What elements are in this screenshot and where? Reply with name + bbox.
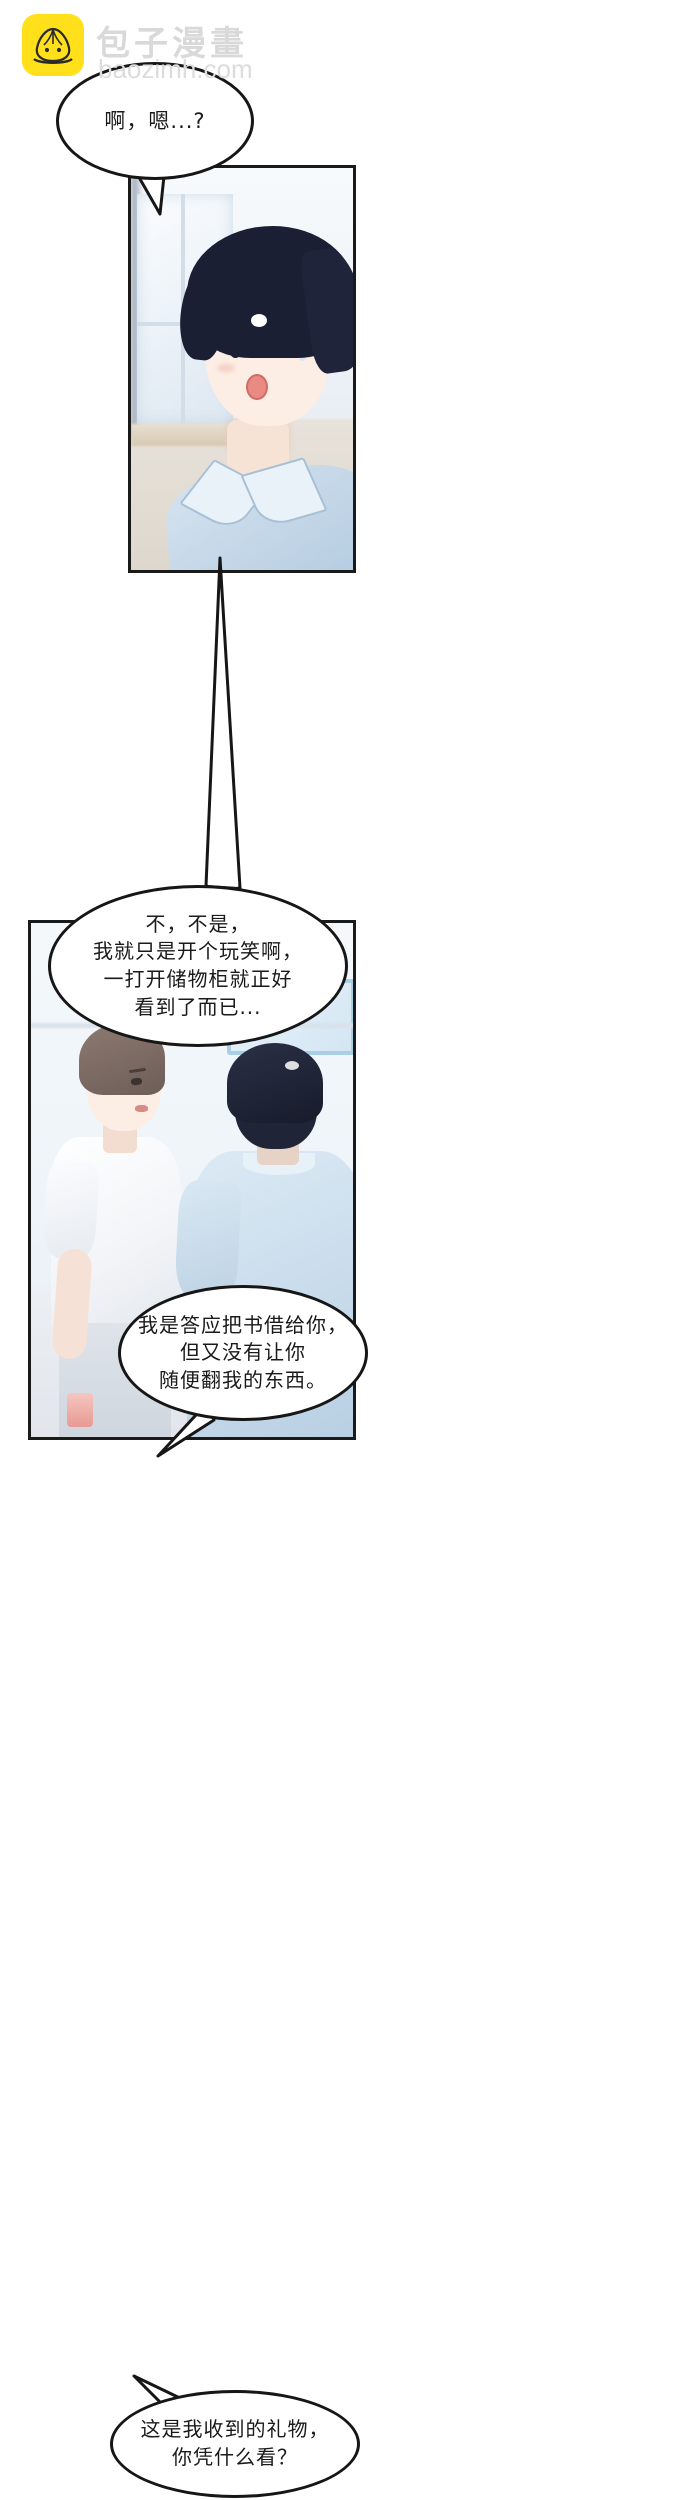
panel2-boy-right-hair-highlight xyxy=(285,1061,299,1070)
speech-bubble-gift-text: 这是我收到的礼物， 你凭什么看？ xyxy=(140,2417,330,2469)
panel2-background-object xyxy=(67,1393,93,1427)
panel2-boy-right-hair xyxy=(227,1043,323,1123)
speech-bubble-ah-en: 啊，嗯...? xyxy=(56,62,254,180)
baozi-bun-icon xyxy=(22,14,84,76)
panel1-window-sill xyxy=(131,424,247,446)
panel1-wall-edge xyxy=(131,168,141,438)
panel2-boy-left-sleeve xyxy=(41,1159,101,1261)
panel1-hair-highlight xyxy=(251,314,267,327)
speech-tail-2 xyxy=(190,556,260,906)
speech-bubble-lend-book-text: 我是答应把书借给你， 但又没有让你 随便翻我的东西。 xyxy=(138,1312,348,1392)
closeup-surprised-boy-panel xyxy=(128,165,356,573)
watermark-site-name: 包子漫畫 xyxy=(96,24,248,64)
panel1-open-mouth xyxy=(246,374,268,400)
panel2-boy-right-sleeve xyxy=(173,1179,243,1303)
speech-bubble-ah-en-text: 啊，嗯...? xyxy=(104,108,206,133)
panel1-blush xyxy=(217,364,235,372)
speech-bubble-excuse-text: 不，不是， 我就只是开个玩笑啊， 一打开储物柜就正好 看到了而已... xyxy=(93,911,303,1019)
speech-bubble-gift: 这是我收到的礼物， 你凭什么看？ xyxy=(110,2390,360,2498)
panel2-boy-left-mouth xyxy=(135,1105,148,1112)
speech-bubble-lend-book: 我是答应把书借给你， 但又没有让你 随便翻我的东西。 xyxy=(118,1285,368,1421)
speech-bubble-excuse: 不，不是， 我就只是开个玩笑啊， 一打开储物柜就正好 看到了而已... xyxy=(48,885,348,1047)
